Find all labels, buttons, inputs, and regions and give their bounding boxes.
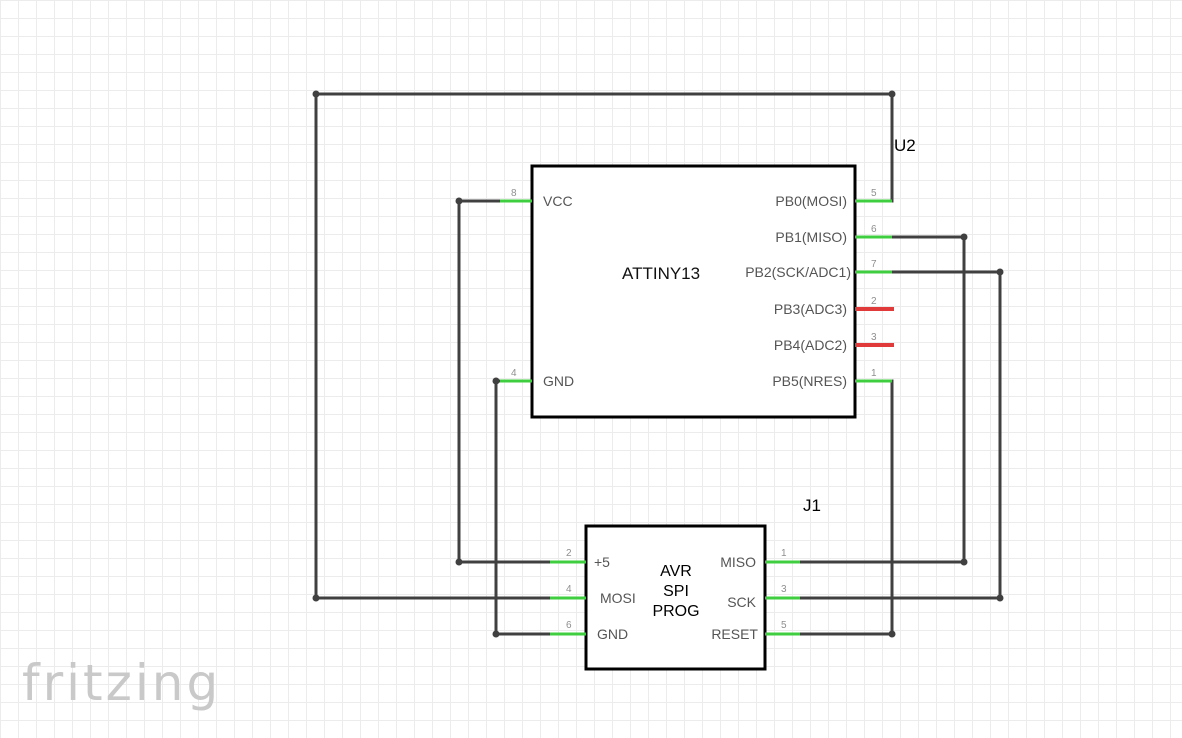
j1-title-line: PROG: [652, 603, 699, 620]
j1-pin-num: 6: [566, 620, 572, 631]
wire-vcc[interactable]: [457, 199, 552, 564]
u2-title: ATTINY13: [622, 264, 700, 283]
u2-pin-label: PB2(SCK/ADC1): [745, 264, 851, 280]
junction-dot: [888, 90, 896, 98]
junction-dot: [312, 90, 320, 98]
junction-dot: [888, 630, 896, 638]
u2-body[interactable]: [530, 164, 857, 419]
wire-miso[interactable]: [798, 235, 966, 564]
part-j1[interactable]: J1 AVR SPI PROG 2 +5 4 MOSI 6 GND 1 MISO…: [550, 496, 821, 671]
junction-dot: [492, 377, 500, 385]
wire-gnd[interactable]: [494, 379, 552, 636]
j1-pin-label: SCK: [727, 594, 756, 610]
u2-pin-num: 8: [511, 188, 517, 199]
j1-body[interactable]: [584, 524, 767, 671]
j1-pin-label: MOSI: [600, 590, 636, 606]
u2-pin-label: GND: [543, 373, 574, 389]
part-u2[interactable]: U2 ATTINY13 8 VCC 4 GND 5 PB0(MOSI) 6 PB…: [500, 136, 916, 419]
junction-dot: [996, 268, 1004, 276]
j1-pin-label: MISO: [720, 554, 756, 570]
junction-dot: [455, 197, 463, 205]
j1-pin-num: 5: [781, 620, 787, 631]
j1-ref: J1: [803, 496, 821, 515]
u2-pin-num: 7: [871, 259, 877, 270]
wire-sck[interactable]: [798, 270, 1002, 600]
u2-pin-num: 5: [871, 188, 877, 199]
j1-title-line: AVR: [660, 563, 692, 580]
u2-pin-num: 6: [871, 224, 877, 235]
u2-pin-num: 1: [871, 368, 877, 379]
j1-pin-num: 2: [566, 548, 572, 559]
junctions: [312, 90, 1004, 638]
u2-pin-label: PB4(ADC2): [774, 337, 847, 353]
u2-pin-label: PB1(MISO): [775, 229, 847, 245]
u2-pin-label: VCC: [543, 193, 573, 209]
j1-pin-num: 3: [781, 584, 787, 595]
u2-pin-num: 2: [871, 296, 877, 307]
u2-pin-label: PB5(NRES): [772, 373, 847, 389]
junction-dot: [312, 594, 320, 602]
j1-title-line: SPI: [663, 583, 689, 600]
j1-pin-label: +5: [594, 554, 610, 570]
u2-pin-num: 3: [871, 332, 877, 343]
junction-dot: [996, 594, 1004, 602]
j1-pin-label: RESET: [711, 626, 758, 642]
junction-dot: [960, 558, 968, 566]
u2-pin-num: 4: [511, 368, 517, 379]
u2-pin-label: PB0(MOSI): [775, 193, 847, 209]
u2-ref: U2: [894, 136, 916, 155]
junction-dot: [455, 558, 463, 566]
j1-pin-num: 4: [566, 584, 572, 595]
j1-pin-num: 1: [781, 548, 787, 559]
junction-dot: [492, 630, 500, 638]
j1-pin-label: GND: [597, 626, 628, 642]
u2-pin-label: PB3(ADC3): [774, 301, 847, 317]
fritzing-logo: fritzing: [22, 654, 221, 712]
junction-dot: [960, 233, 968, 241]
